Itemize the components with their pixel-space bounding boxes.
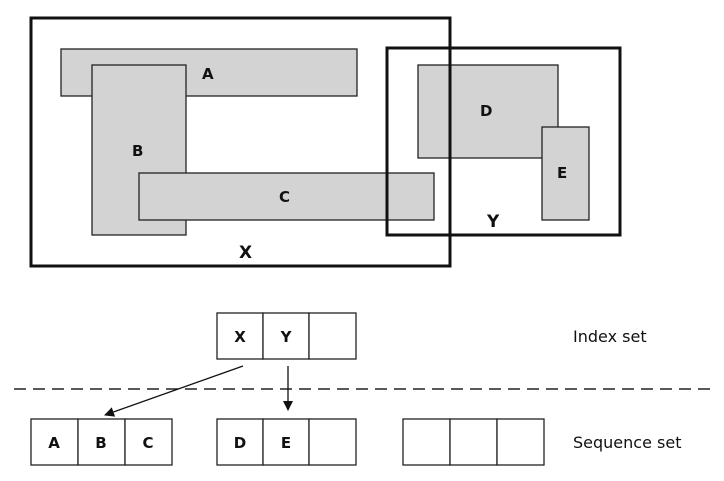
index-cell-label: Y [280, 328, 293, 346]
object-b-label: B [132, 142, 143, 160]
sequence-cell [124, 418, 173, 466]
object-e [541, 126, 590, 221]
sequence-cell-label: D [234, 434, 246, 452]
sequence-set-label: Sequence set [573, 433, 681, 452]
sequence-cell [402, 418, 451, 466]
region-x-label: X [239, 243, 252, 263]
sequence-cell-label: E [281, 434, 291, 452]
object-c-label: C [279, 188, 290, 206]
region-y [385, 46, 622, 237]
index-cell-label: X [234, 328, 246, 346]
object-a-label: A [202, 65, 214, 83]
sequence-cell-label: B [95, 434, 106, 452]
index-cell [262, 312, 310, 360]
sequence-cell [308, 418, 357, 466]
object-d-label: D [480, 102, 492, 120]
region-y-label: Y [486, 212, 500, 232]
object-c [138, 172, 435, 221]
region-x [29, 16, 452, 268]
object-d [417, 64, 559, 159]
sequence-cell [496, 418, 545, 466]
sequence-cell [216, 418, 264, 466]
sequence-cell [30, 418, 79, 466]
index-set-node: X Y [216, 312, 357, 360]
sequence-cell-label: C [142, 434, 153, 452]
sequence-node: A B C [30, 418, 173, 466]
sequence-cell [262, 418, 310, 466]
object-e-label: E [557, 164, 567, 182]
pointer-arrow-x [104, 365, 244, 417]
sequence-cell-label: A [48, 434, 60, 452]
index-cell [216, 312, 264, 360]
index-set-label: Index set [573, 327, 647, 346]
index-cell [308, 312, 357, 360]
sequence-node [402, 418, 545, 466]
sequence-cell [449, 418, 498, 466]
sequence-node: D E [216, 418, 357, 466]
